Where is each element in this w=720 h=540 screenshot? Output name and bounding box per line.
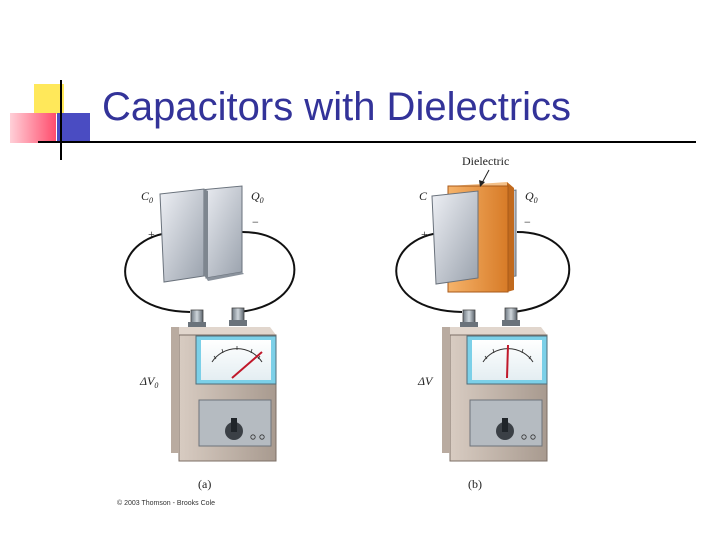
terminal-left-a [188, 309, 206, 328]
capacitance-label-b: C [419, 189, 428, 203]
title-underline [38, 141, 696, 143]
charge-label-b: Q0 [525, 189, 538, 205]
voltage-label-b: ΔV [417, 374, 434, 388]
capacitance-label-a: C0 [141, 189, 153, 205]
caption-b: (b) [468, 477, 482, 491]
decor-blue-square [57, 113, 90, 143]
dielectric-arrow [481, 169, 490, 184]
voltage-label-a: ΔV0 [139, 374, 158, 390]
slide-title: Capacitors with Dielectrics [102, 85, 572, 129]
minus-sign-a: − [252, 215, 259, 229]
plus-sign-a: + [148, 227, 155, 241]
circuit-wire-a [124, 231, 296, 313]
capacitor-plate-front-a [159, 188, 205, 283]
panel-b: Dielectric C Q0 + − [395, 154, 571, 491]
voltmeter-a [171, 327, 277, 462]
decor-vertical-line [60, 80, 62, 160]
minus-sign-b: − [524, 215, 531, 229]
decor-yellow-square [34, 84, 64, 114]
decor-red-bar [10, 113, 56, 143]
dielectric-label: Dielectric [462, 154, 509, 168]
meter-needle-b [506, 344, 509, 379]
voltmeter-b [442, 327, 548, 462]
terminal-left-b [460, 309, 478, 328]
charge-label-a: Q0 [251, 189, 264, 205]
circuit-wire-b [395, 231, 571, 313]
terminal-right-b [502, 307, 520, 326]
panel-a: C0 Q0 + − [124, 185, 296, 491]
copyright-notice: © 2003 Thomson - Brooks Cole [117, 499, 215, 507]
capacitor-plate-front-b [431, 190, 479, 285]
plus-sign-b: + [421, 227, 428, 241]
meter-needle-a [231, 351, 263, 379]
terminal-right-a [229, 307, 247, 326]
caption-a: (a) [198, 477, 211, 491]
